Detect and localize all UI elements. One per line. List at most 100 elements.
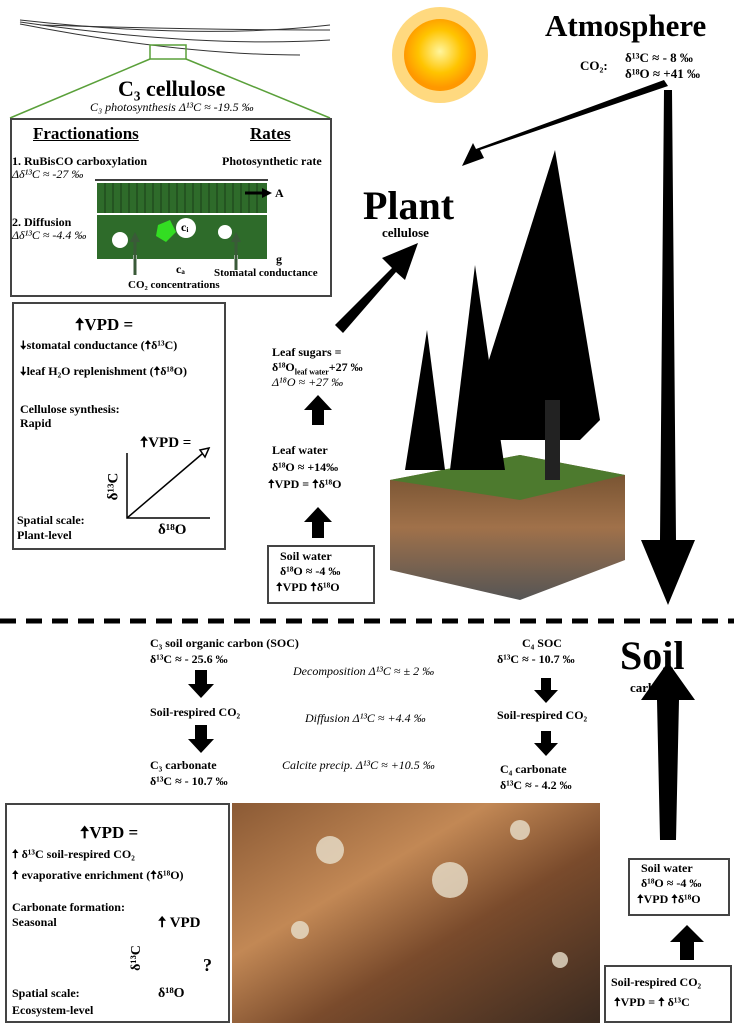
up-arrow-icon: 🠅: [668, 892, 678, 906]
c4-carbonate-value: δ¹³C ≈ - 4.2 ‰: [500, 778, 572, 792]
soil-graph-y-axis-label: δ¹³C: [128, 945, 144, 971]
c4-soc-value: δ¹³C ≈ - 10.7 ‰: [497, 652, 575, 666]
leaf-sugars-equation: δ¹⁸Oleaf water+27 ‰: [272, 360, 363, 377]
leaf-fractionation-box: [10, 118, 332, 297]
c3-cellulose-title: C₃ cellulose: [118, 76, 226, 101]
soil-water-vpd: 🠅VPD 🠅δ¹⁸O: [276, 580, 340, 594]
plant-vpd-heading: 🠅VPD =: [75, 315, 134, 334]
flow-arrows: [188, 80, 704, 960]
spatial-scale-label: Spatial scale:: [17, 513, 85, 527]
up-arrow-icon: 🠅: [80, 823, 90, 842]
up-arrow-icon: 🠅: [12, 868, 22, 882]
up-arrow-icon: 🠅: [140, 435, 149, 451]
down-arrow-icon: 🠇: [20, 338, 27, 352]
pine-needles-drawing: [19, 19, 331, 56]
up-arrow-icon: 🠅: [12, 847, 22, 861]
leaf-water-value: δ¹⁸O ≈ +14‰: [272, 460, 339, 474]
right-soil-water-vpd: 🠅VPD 🠅δ¹⁸O: [637, 892, 701, 906]
cellulose-synthesis-value: Rapid: [20, 416, 52, 430]
rubisco-label: 1. RuBisCO carboxylation: [12, 154, 148, 168]
soilwater-to-leafwater-arrow: [304, 507, 332, 538]
up-arrow-icon: 🠅: [144, 338, 152, 352]
c3-arrow-2: [188, 725, 214, 753]
up-arrow-icon: 🠅: [75, 315, 85, 334]
c3-carbonate-label: C₃ carbonate: [150, 758, 217, 772]
forest-soil-block-illustration: [390, 150, 625, 600]
carbonate-formation-value: Seasonal: [12, 915, 57, 929]
fractionations-heading: Fractionations: [33, 124, 139, 143]
stomatal-conductance-label: Stomatal conductance: [214, 267, 318, 279]
plant-replenishment-line: 🠇leaf H₂O replenishment (🠅δ¹⁸O): [20, 364, 187, 378]
label-ci: cᵢ: [181, 220, 189, 234]
c3-soc-label: C₃ soil organic carbon (SOC): [150, 636, 299, 650]
soil-graph-question: ?: [203, 955, 212, 975]
soil-respired-label: Soil-respired CO₂: [611, 975, 702, 989]
soil-graph-vpd-label: 🠅 VPD: [158, 915, 201, 931]
rates-heading: Rates: [250, 124, 291, 143]
c3-arrow-1: [188, 670, 214, 698]
cellulose-synthesis-label: Cellulose synthesis:: [20, 402, 120, 416]
plant-subtitle: cellulose: [382, 225, 429, 240]
photosynthetic-rate-label: Photosynthetic rate: [222, 154, 322, 168]
atmosphere-title: Atmosphere: [545, 8, 707, 43]
c4-carbonate-label: C₄ carbonate: [500, 762, 567, 776]
atmosphere-to-plant-arrow: [462, 80, 668, 166]
label-a: A: [275, 186, 284, 200]
right-soil-water-label: Soil water: [641, 861, 693, 875]
calcite-fractionation: Calcite precip. Δ¹³C ≈ +10.5 ‰: [282, 758, 435, 772]
soil-subtitle: carbonate: [630, 680, 686, 695]
c3-photosynthesis-fractionation: C₃ photosynthesis Δ¹³C ≈ -19.5 ‰: [90, 100, 254, 114]
evaporative-line: 🠅 evaporative enrichment (🠅δ¹⁸O): [12, 868, 184, 882]
up-arrow-icon: 🠅: [309, 477, 319, 491]
atmosphere-d18o: δ¹⁸O ≈ +41 ‰: [625, 66, 700, 81]
graph-y-axis-label: δ¹³C: [105, 472, 122, 501]
soil-water-label: Soil water: [280, 549, 332, 563]
atmosphere-to-soil-arrow: [641, 90, 695, 605]
graph-x-axis-label: δ¹⁸O: [158, 522, 187, 538]
diffusion-label: 2. Diffusion: [12, 215, 72, 229]
c4-soc-label: C₄ SOC: [522, 636, 562, 650]
c3-carbonate-value: δ¹³C ≈ - 10.7 ‰: [150, 774, 228, 788]
carbonate-photo: [232, 803, 600, 1023]
up-arrow-icon: 🠅: [150, 868, 157, 882]
right-soil-water-value: δ¹⁸O ≈ -4 ‰: [641, 876, 702, 890]
plant-vpd-box: [12, 302, 226, 550]
soil-respired-line: 🠅 δ¹³C soil-respired CO₂: [12, 847, 135, 861]
diffusion-value: Δδ¹³C ≈ -4.4 ‰: [12, 228, 87, 242]
up-arrow-icon: 🠅: [268, 477, 275, 491]
leaf-sugars-label: Leaf sugars =: [272, 345, 342, 359]
c4-soil-respired-co2: Soil-respired CO₂: [497, 708, 588, 722]
c4-arrow-2: [534, 731, 558, 756]
co2-concentrations-label: CO₂ concentrations: [128, 279, 220, 291]
up-arrow-icon: 🠅: [153, 364, 161, 378]
down-arrow-icon: 🠇: [20, 364, 27, 378]
diffusion-fractionation: Diffusion Δ¹³C ≈ +4.4 ‰: [305, 711, 426, 725]
soil-spatial-scale-value: Ecosystem-level: [12, 1003, 94, 1017]
leaf-water-label: Leaf water: [272, 443, 328, 457]
up-arrow-icon: 🠅: [655, 995, 668, 1009]
leaf-sugars-fractionation: Δ¹⁸O ≈ +27 ‰: [272, 375, 344, 389]
soil-water-box: [267, 545, 375, 604]
plant-title: Plant: [363, 183, 455, 228]
sun-icon: [392, 7, 488, 103]
leaf-cross-section: [95, 179, 272, 275]
spatial-scale-value: Plant-level: [17, 528, 72, 542]
right-soil-water-box: [628, 858, 730, 916]
soil-up-arrow: [641, 662, 695, 840]
carbonate-formation-label: Carbonate formation:: [12, 900, 125, 914]
c3-soc-value: δ¹³C ≈ - 25.6 ‰: [150, 652, 228, 666]
atmosphere-d13c: δ¹³C ≈ - 8 ‰: [625, 50, 693, 65]
c3-soil-respired-co2: Soil-respired CO₂: [150, 705, 241, 719]
plant-stomatal-line: 🠇stomatal conductance (🠅δ¹³C): [20, 338, 178, 352]
resp-to-soilwater-arrow: [670, 925, 704, 960]
leafwater-to-sugars-arrow: [304, 395, 332, 425]
decomposition-fractionation: Decomposition Δ¹³C ≈ ± 2 ‰: [293, 664, 435, 678]
soil-graph-x-axis-label: δ¹⁸O: [158, 986, 185, 1001]
soil-title: Soil: [620, 633, 685, 678]
soil-vpd-heading: 🠅VPD =: [80, 823, 139, 842]
leafsugars-to-plant-arrow: [335, 243, 418, 333]
rubisco-value: Δδ¹³C ≈ -27 ‰: [12, 167, 84, 181]
atmosphere-co2-label: CO₂:: [580, 58, 608, 73]
zoom-region: [149, 44, 187, 60]
